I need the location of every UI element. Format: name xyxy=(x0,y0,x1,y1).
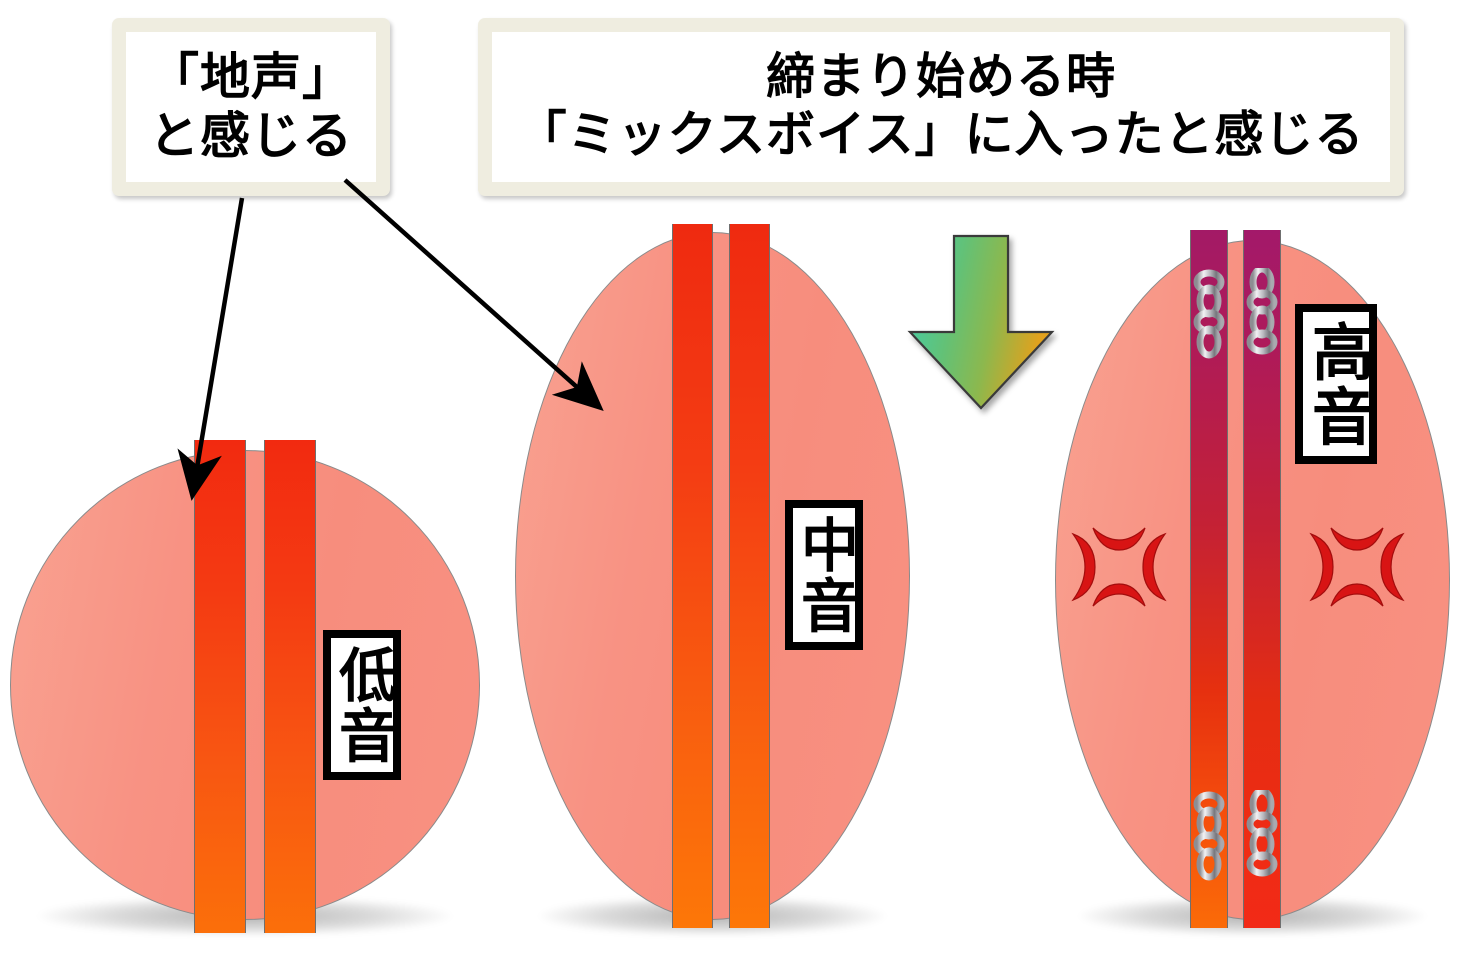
chain-icon-bottom-left xyxy=(1188,790,1230,885)
chain-icon-bottom-right xyxy=(1241,787,1283,885)
vocal-cord-band-left-low xyxy=(194,440,246,933)
pitch-label-high-text: 高音 xyxy=(1302,319,1371,449)
callout-jigoe: 「地声」 と感じる xyxy=(112,18,390,196)
vocal-fold-high: 高音 xyxy=(1055,230,1450,936)
chain-icon-top-left xyxy=(1188,268,1230,363)
vocal-fold-low: 低音 xyxy=(10,440,480,936)
anger-mark-icon-right xyxy=(1301,512,1413,622)
callout-jigoe-line1: 「地声」 xyxy=(149,49,353,105)
chain-icon-top-right xyxy=(1241,265,1283,363)
callout-jigoe-line2: と感じる xyxy=(149,108,353,164)
pitch-label-high: 高音 xyxy=(1295,304,1377,464)
vocal-cord-band-left-mid xyxy=(672,224,713,928)
pitch-label-mid: 中音 xyxy=(785,500,863,650)
vocal-cord-band-right-low xyxy=(264,440,316,933)
pitch-label-mid-text: 中音 xyxy=(792,514,857,636)
vocal-fold-mid: 中音 xyxy=(515,224,910,936)
pitch-label-low-text: 低音 xyxy=(330,644,395,766)
anger-mark-icon-left xyxy=(1063,512,1175,622)
vocal-cord-band-right-mid xyxy=(729,224,770,928)
transition-down-arrow-icon xyxy=(900,228,1060,420)
callout-mixvoice: 締まり始める時 「ミックスボイス」に入ったと感じる xyxy=(478,18,1404,196)
callout-mixvoice-line1: 締まり始める時 xyxy=(766,50,1116,105)
pitch-label-low: 低音 xyxy=(323,630,401,780)
callout-mixvoice-line2: 「ミックスボイス」に入ったと感じる xyxy=(517,108,1365,162)
